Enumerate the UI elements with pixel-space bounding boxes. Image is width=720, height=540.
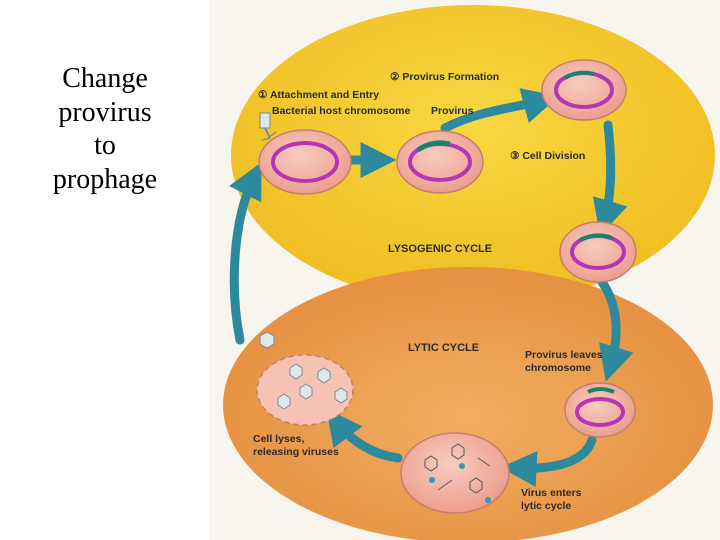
cell-provirus bbox=[396, 130, 484, 194]
cell-provirus-leaves bbox=[564, 382, 636, 438]
cell-attachment bbox=[258, 112, 352, 195]
arrow-formation-to-division bbox=[592, 120, 628, 236]
title-line-4: prophage bbox=[52, 163, 158, 195]
virus-enters-label-line2: lytic cycle bbox=[521, 500, 571, 512]
provirus-dna bbox=[416, 140, 451, 153]
host-chromosome bbox=[271, 141, 339, 183]
step-cell-division-label: ③ Cell Division bbox=[510, 150, 585, 162]
arrow-division-to-leave bbox=[597, 277, 634, 382]
title-line-3: to bbox=[94, 130, 116, 162]
viral-cycle-diagram: ① Attachment and Entry Bacterial host ch… bbox=[210, 0, 720, 540]
title-line-2: provirus bbox=[58, 96, 152, 128]
lytic-zone bbox=[223, 267, 713, 540]
arrow-lysis-to-attachment bbox=[229, 162, 262, 345]
lytic-cycle-label: LYTIC CYCLE bbox=[408, 342, 479, 354]
phage-icon bbox=[259, 112, 277, 141]
cell-formation bbox=[541, 59, 627, 121]
cell-lytic-replication bbox=[400, 432, 510, 514]
step-attachment-label: ① Attachment and Entry bbox=[258, 89, 379, 101]
provirus-label: Provirus bbox=[431, 105, 474, 117]
title-line-1: Change bbox=[62, 63, 148, 94]
released-phage-icon bbox=[259, 331, 275, 349]
bacterial-host-chromosome-label: Bacterial host chromosome bbox=[272, 105, 410, 117]
cell-division bbox=[559, 221, 637, 283]
step-provirus-formation-label: ② Provirus Formation bbox=[390, 71, 499, 83]
provirus-leaves-label-line1: Provirus leaves bbox=[525, 349, 603, 361]
cell-lyses-label-line1: Cell lyses, bbox=[253, 433, 304, 445]
lysogenic-cycle-label: LYSOGENIC CYCLE bbox=[388, 243, 492, 255]
arrow-provirus-to-formation bbox=[440, 88, 559, 133]
virus-enters-label-line1: Virus enters bbox=[521, 487, 582, 499]
provirus-leaves-label-line2: chromosome bbox=[525, 362, 591, 374]
cell-lyses-label-line2: releasing viruses bbox=[253, 446, 339, 458]
slide-title: Change provirus to prophage bbox=[30, 62, 180, 196]
cell-lysis bbox=[256, 331, 354, 426]
arrow-enter-to-lysis bbox=[326, 408, 403, 463]
arrow-leave-to-enter bbox=[500, 435, 597, 488]
